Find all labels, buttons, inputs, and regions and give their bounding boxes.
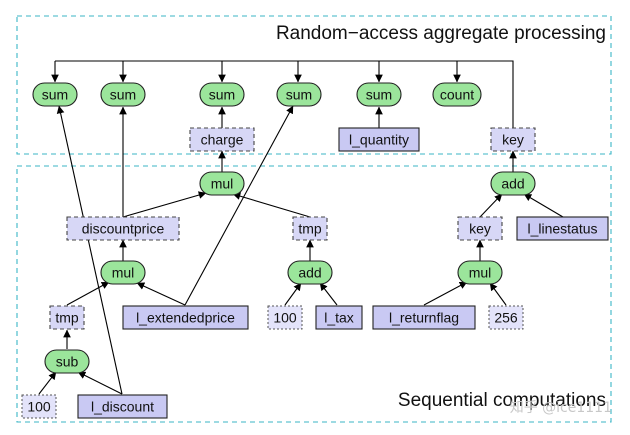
edge-ltax-addtax bbox=[319, 282, 338, 306]
node-l-discount-label: l_discount bbox=[91, 399, 154, 415]
node-sum-5-label: sum bbox=[366, 87, 392, 103]
node-const-100-mid-label: 100 bbox=[273, 310, 297, 326]
node-add-key-label: add bbox=[501, 176, 524, 192]
node-count-label: count bbox=[440, 87, 474, 103]
node-mul-key-label: mul bbox=[469, 265, 492, 281]
edge-discount-sum1 bbox=[56, 105, 123, 395]
sequential-region-title: Sequential computations bbox=[398, 390, 606, 411]
edges bbox=[38, 60, 564, 395]
edge-returnflag-mulkey bbox=[423, 281, 468, 306]
node-add-key: add bbox=[490, 171, 536, 196]
node-l-tax-label: l_tax bbox=[324, 310, 354, 326]
node-l-quantity: l_quantity bbox=[338, 127, 420, 152]
node-count: count bbox=[432, 82, 482, 107]
node-sum-4-label: sum bbox=[286, 87, 312, 103]
node-l-tax: l_tax bbox=[315, 305, 363, 330]
node-l-discount: l_discount bbox=[77, 394, 168, 419]
watermark-text: 知乎 @ice1111 bbox=[510, 399, 612, 416]
node-const-100-bottom-label: 100 bbox=[27, 399, 51, 415]
edge-keymid-addkey bbox=[479, 193, 503, 218]
node-charge: charge bbox=[189, 127, 255, 152]
edge-discountprice-mulcharge bbox=[122, 191, 207, 218]
node-l-linestatus-label: l_linestatus bbox=[527, 221, 597, 237]
node-sub: sub bbox=[44, 349, 90, 374]
node-tmp-right: tmp bbox=[292, 216, 328, 241]
node-discountprice: discountprice bbox=[66, 216, 180, 241]
edge-256-mulkey bbox=[489, 282, 507, 306]
node-mul-disc: mul bbox=[100, 260, 146, 285]
edge-100-addtax bbox=[284, 282, 302, 306]
node-sum-2: sum bbox=[100, 82, 146, 107]
node-sum-4: sum bbox=[276, 82, 322, 107]
node-key-top: key bbox=[490, 127, 536, 152]
edge-tmpright-mulcharge bbox=[232, 192, 311, 218]
node-tmp-right-label: tmp bbox=[298, 221, 322, 237]
random-access-region bbox=[16, 15, 612, 155]
node-l-linestatus: l_linestatus bbox=[516, 216, 609, 241]
node-mul-charge: mul bbox=[199, 171, 245, 196]
node-sum-1: sum bbox=[32, 82, 78, 107]
node-const-256-label: 256 bbox=[494, 310, 518, 326]
edge-key-bus bbox=[55, 60, 514, 130]
node-const-256: 256 bbox=[488, 305, 524, 330]
node-sum-3-label: sum bbox=[209, 87, 235, 103]
node-sum-1-label: sum bbox=[42, 87, 68, 103]
node-add-tax-label: add bbox=[298, 265, 321, 281]
node-mul-key: mul bbox=[457, 260, 503, 285]
node-sum-3: sum bbox=[199, 82, 245, 107]
node-tmp-left-label: tmp bbox=[55, 310, 79, 326]
edge-tmpleft-muldisc bbox=[66, 281, 110, 306]
node-l-returnflag: l_returnflag bbox=[372, 305, 476, 330]
edge-discount-sub bbox=[77, 371, 123, 395]
node-mul-disc-label: mul bbox=[112, 265, 135, 281]
node-sub-label: sub bbox=[56, 354, 79, 370]
node-add-tax: add bbox=[287, 260, 333, 285]
edge-100-sub bbox=[38, 371, 57, 395]
random-access-region-title: Random−access aggregate processing bbox=[276, 23, 606, 44]
node-tmp-left: tmp bbox=[49, 305, 85, 330]
node-l-extendedprice: l_extendedprice bbox=[122, 305, 249, 330]
edge-extendedprice-sum4 bbox=[184, 105, 294, 306]
edge-extendedprice-muldisc bbox=[136, 282, 186, 306]
node-discountprice-label: discountprice bbox=[82, 221, 165, 237]
node-sum-2-label: sum bbox=[110, 87, 136, 103]
node-mul-charge-label: mul bbox=[211, 176, 234, 192]
node-const-100-mid: 100 bbox=[267, 305, 303, 330]
sequential-region bbox=[16, 165, 612, 423]
node-key-mid-label: key bbox=[469, 221, 491, 237]
node-l-extendedprice-label: l_extendedprice bbox=[136, 310, 235, 326]
edge-linestatus-addkey bbox=[523, 193, 564, 218]
node-const-100-bottom: 100 bbox=[21, 394, 57, 419]
node-l-returnflag-label: l_returnflag bbox=[389, 310, 459, 326]
node-key-top-label: key bbox=[502, 132, 524, 148]
node-key-mid: key bbox=[457, 216, 503, 241]
node-charge-label: charge bbox=[201, 132, 244, 148]
node-sum-5: sum bbox=[356, 82, 402, 107]
node-l-quantity-label: l_quantity bbox=[349, 132, 409, 148]
